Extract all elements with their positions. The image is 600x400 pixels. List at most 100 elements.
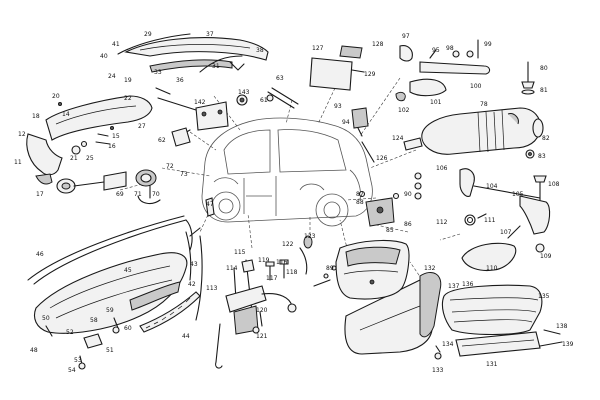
callout-label: 50 <box>42 315 50 322</box>
front-bumper-assembly <box>26 95 153 185</box>
roof-panel <box>117 33 269 73</box>
callout-label: 99 <box>484 41 492 48</box>
callout-label: 36 <box>176 77 184 84</box>
callout-label: 58 <box>90 317 98 324</box>
callout-label: 16 <box>108 143 116 150</box>
callout-label: 128 <box>372 41 384 48</box>
callout-label: 62 <box>158 137 166 144</box>
callout-label: 19 <box>124 77 132 84</box>
callout-label: 40 <box>100 53 108 60</box>
callout-label: 100 <box>470 83 482 90</box>
callout-label: 86 <box>404 221 412 228</box>
callout-label: 73 <box>180 171 188 178</box>
callout-label: 127 <box>312 45 324 52</box>
callout-label: 138 <box>556 323 568 330</box>
callout-label: 27 <box>138 123 146 130</box>
callout-label: 142 <box>194 99 206 106</box>
muffler <box>403 107 544 159</box>
callout-label: 51 <box>106 347 114 354</box>
callout-label: 102 <box>398 107 410 114</box>
callout-label: 113 <box>206 285 218 292</box>
callout-label: 63 <box>276 75 284 82</box>
callout-label: 46 <box>36 251 44 258</box>
callout-label: 41 <box>112 41 120 48</box>
callout-label: 118 <box>286 269 298 276</box>
callout-label: 101 <box>430 99 442 106</box>
callout-label: 121 <box>256 333 268 340</box>
callout-label: 37 <box>206 31 214 38</box>
callout-label: 90 <box>404 191 412 198</box>
callout-label: 124 <box>392 135 404 142</box>
callout-label: 117 <box>266 275 278 282</box>
callout-label: 25 <box>86 155 94 162</box>
hinge-bracket <box>155 87 248 147</box>
callout-label: 72 <box>166 163 174 170</box>
callout-label: 78 <box>480 101 488 108</box>
bolt-80 <box>521 61 535 95</box>
callout-label: 129 <box>364 71 376 78</box>
callout-label: 120 <box>256 307 268 314</box>
side-window-frame <box>27 215 193 285</box>
callout-label: 97 <box>402 33 410 40</box>
callout-label: 109 <box>540 253 552 260</box>
callout-label: 71 <box>134 191 142 198</box>
car-body-outline <box>201 117 373 227</box>
callout-label: 83 <box>538 153 546 160</box>
callout-label: 95 <box>432 47 440 54</box>
callout-label: 122 <box>282 241 294 248</box>
door-handle <box>395 39 491 102</box>
callout-label: 70 <box>152 191 160 198</box>
callout-label: 88 <box>356 199 364 206</box>
axle-bolt <box>56 169 161 205</box>
callout-label: 38 <box>256 47 264 54</box>
callout-label: 69 <box>116 191 124 198</box>
callout-label: 60 <box>124 325 132 332</box>
callout-label: 131 <box>486 361 498 368</box>
callout-label: 82 <box>542 135 550 142</box>
callout-label: 119 <box>258 257 270 264</box>
callout-label: 24 <box>108 73 116 80</box>
callout-label: 116 <box>276 259 288 266</box>
callout-label: 108 <box>548 181 560 188</box>
callout-label: 104 <box>486 183 498 190</box>
callout-label: 107 <box>500 229 512 236</box>
callout-label: 47 <box>206 201 214 208</box>
callout-label: 135 <box>538 293 550 300</box>
seat <box>441 284 563 357</box>
callout-label: 87 <box>356 191 364 198</box>
callout-label: 139 <box>562 341 574 348</box>
step-plate <box>461 225 545 272</box>
callout-label: 111 <box>484 217 496 224</box>
callout-label: 48 <box>30 347 38 354</box>
callout-label: 80 <box>540 65 548 72</box>
callout-label: 89 <box>326 265 334 272</box>
callout-label: 22 <box>124 95 132 102</box>
callout-label: 61 <box>260 97 268 104</box>
spring-clip <box>464 213 487 226</box>
callout-label: 137 <box>448 283 460 290</box>
callout-label: 105 <box>512 191 524 198</box>
callout-label: 21 <box>70 155 78 162</box>
callout-label: 85 <box>386 227 394 234</box>
license-light <box>309 45 365 91</box>
callout-label: 115 <box>234 249 246 256</box>
callout-label: 52 <box>66 329 74 336</box>
callout-label: 12 <box>18 131 26 138</box>
callout-label: 126 <box>376 155 388 162</box>
tail-lamp-bracket <box>358 190 400 227</box>
wiper-arm <box>266 87 299 109</box>
callout-label: 43 <box>190 261 198 268</box>
rear-lamp-housing <box>313 240 410 300</box>
callout-label: 110 <box>486 265 498 272</box>
rear-handle <box>414 168 551 235</box>
callout-label: 11 <box>14 159 22 166</box>
callout-label: 53 <box>74 357 82 364</box>
callout-label: 81 <box>540 87 548 94</box>
callout-label: 106 <box>436 165 448 172</box>
callout-label: 31 <box>212 63 220 70</box>
callout-label: 93 <box>334 103 342 110</box>
callout-label: 94 <box>342 119 350 126</box>
callout-label: 42 <box>188 281 196 288</box>
trim-strip <box>139 291 201 333</box>
callout-label: 54 <box>68 367 76 374</box>
